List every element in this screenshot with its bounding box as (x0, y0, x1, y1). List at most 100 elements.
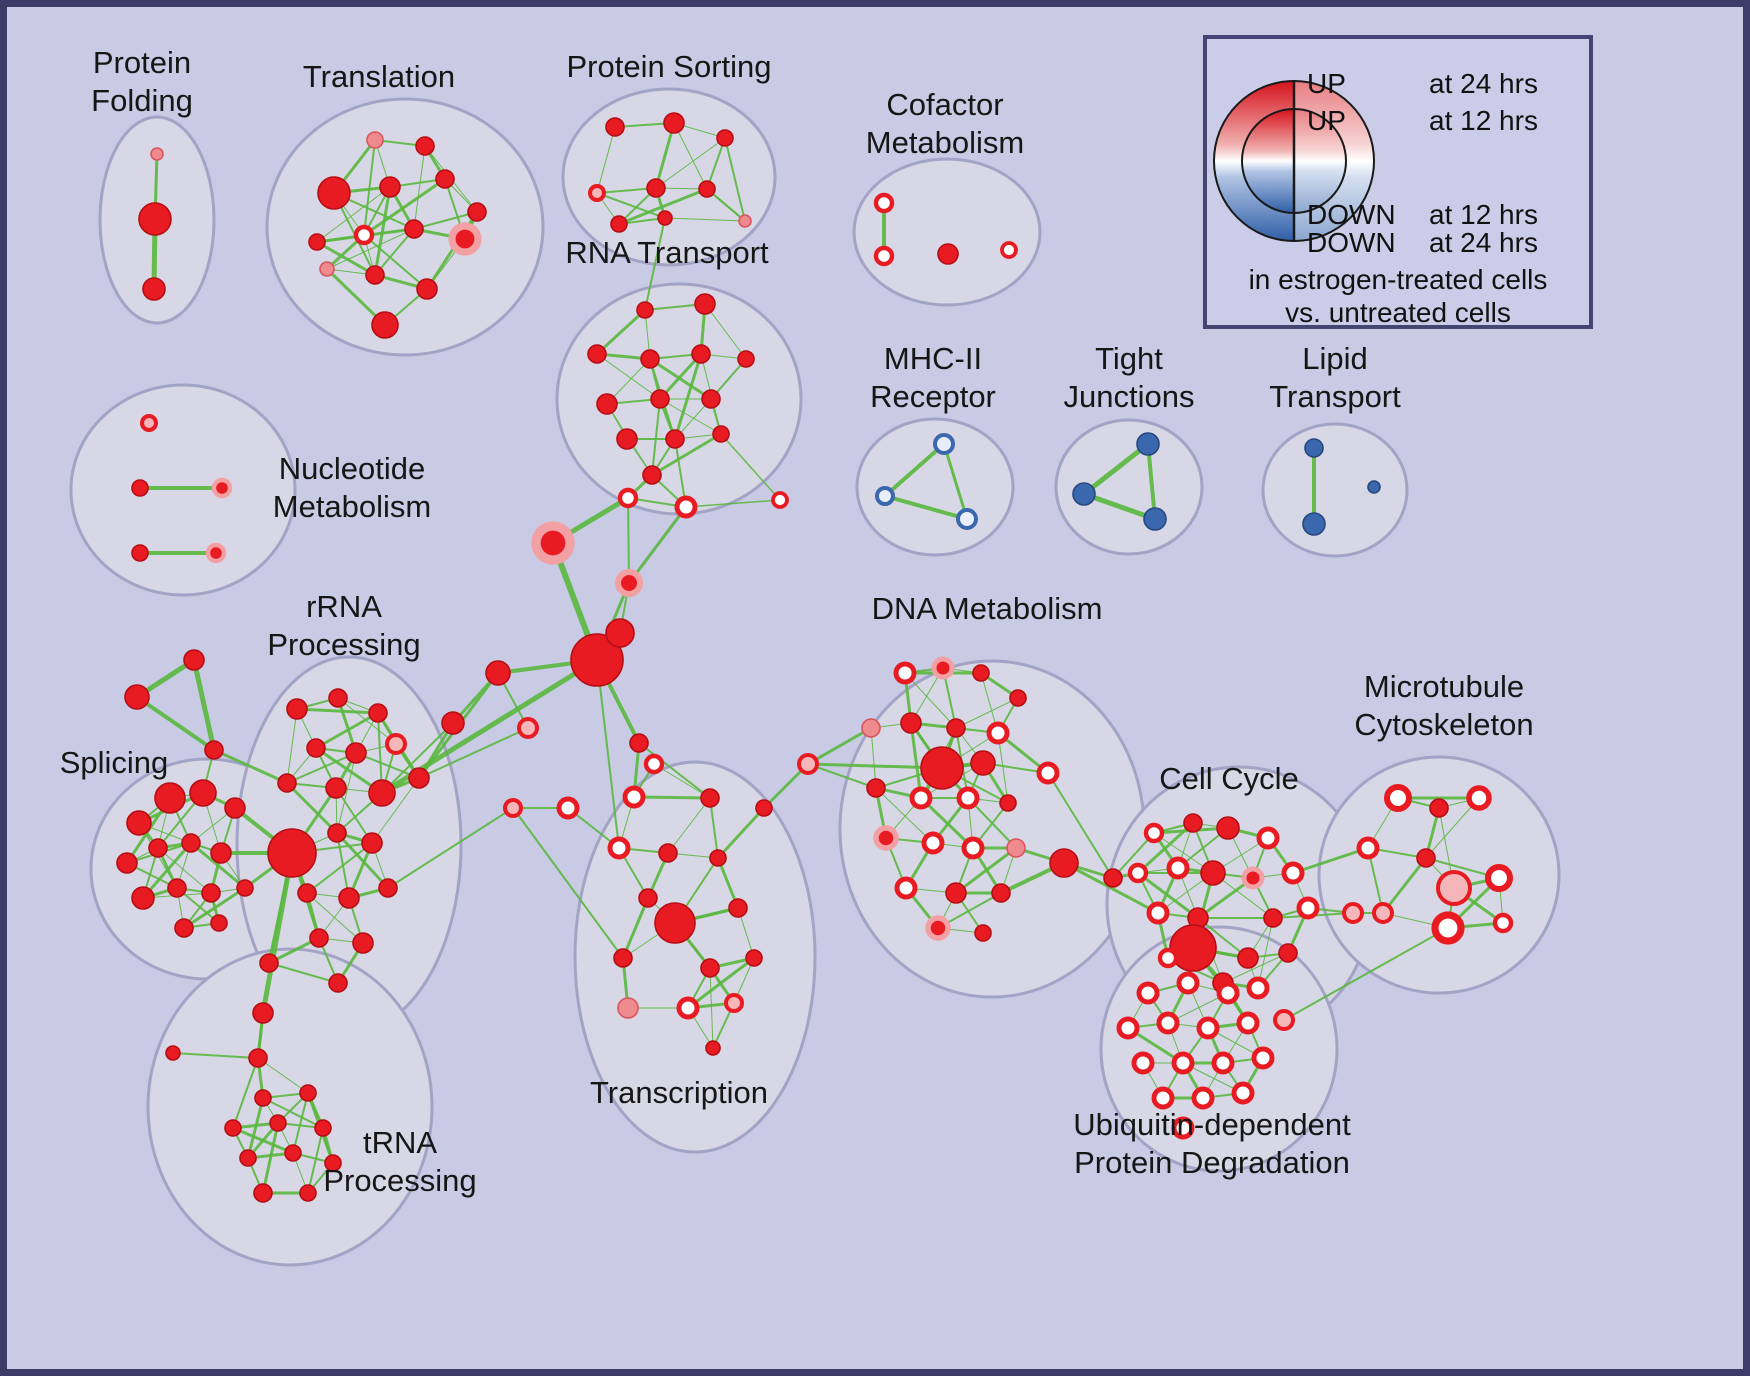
network-edge (413, 211, 478, 230)
cluster-label-cofactor-metabolism: Metabolism (866, 125, 1025, 160)
gene-node-red (142, 277, 166, 301)
gene-node-red (210, 842, 232, 864)
network-edge (596, 187, 657, 194)
network-edge (135, 695, 216, 752)
network-edge (627, 497, 630, 584)
gene-node-red (183, 649, 205, 671)
gene-node-ring (1492, 912, 1514, 934)
cluster-label-translation: Translation (303, 59, 455, 94)
network-edge (806, 726, 873, 766)
gene-node-ring (1196, 1016, 1220, 1040)
network-edge (246, 1096, 265, 1160)
gene-node-red (328, 973, 348, 993)
gene-node-red (286, 698, 308, 720)
cluster-label-mhc-ii-receptor: Receptor (870, 379, 996, 414)
network-edge (363, 234, 428, 290)
gene-node-red (974, 924, 992, 942)
gene-node-red (1216, 816, 1240, 840)
gene-node-red (254, 1089, 272, 1107)
gene-node-red (379, 176, 401, 198)
network-edge (709, 967, 714, 1049)
network-edge (664, 217, 746, 222)
gene-node-red (259, 953, 279, 973)
gene-node-red (435, 169, 455, 189)
network-edge (655, 137, 726, 189)
gene-node-ring (1356, 836, 1380, 860)
cluster-label-splicing: Splicing (60, 745, 169, 780)
gene-node-ring (1143, 822, 1165, 844)
cluster-label-lipid-transport: Transport (1269, 379, 1401, 414)
cluster-label-dna-metabolism: DNA Metabolism (872, 591, 1103, 626)
gene-node-red (314, 1119, 332, 1137)
gene-node-red-halo (448, 222, 482, 256)
gene-node-red (189, 779, 217, 807)
gene-node-blue (1304, 438, 1324, 458)
gene-node-red (616, 428, 638, 450)
network-edge (387, 807, 514, 889)
gene-node-red (416, 278, 438, 300)
cluster-ubiquitin-degradation (1099, 925, 1339, 1173)
network-edge (883, 494, 969, 521)
gene-node-red (605, 117, 625, 137)
cluster-label-mhc-ii-receptor: MHC-II (884, 341, 982, 376)
gene-node-red (665, 429, 685, 449)
network-edge (955, 697, 1019, 729)
network-edge (997, 732, 1009, 804)
gene-node-ring (893, 661, 917, 685)
gene-node-red (224, 797, 246, 819)
network-edge (191, 657, 217, 753)
gene-node-ring (1296, 896, 1320, 920)
gene-node-red (646, 178, 666, 198)
legend-circle-graphic (1213, 80, 1375, 242)
gene-node-ring (676, 996, 700, 1020)
gene-node-pink-ring (1436, 870, 1472, 906)
gene-node-red (610, 215, 628, 233)
gene-node-ring (1176, 971, 1200, 995)
network-edge (638, 742, 711, 799)
legend-row-up-24: UP at 24 hrs (1207, 68, 1589, 99)
network-edge (716, 806, 766, 860)
network-edge (1081, 441, 1151, 497)
legend-word: UP (1307, 105, 1346, 136)
gene-node-red (352, 932, 374, 954)
gene-node-ring (1171, 1116, 1195, 1140)
nodes-layer (116, 112, 1514, 1203)
network-edge (720, 433, 781, 501)
network-edge (314, 711, 380, 750)
gene-node-red-halo (1241, 866, 1265, 890)
gene-node-red (663, 112, 685, 134)
gene-node-red (485, 660, 511, 686)
network-edge (381, 722, 454, 794)
gene-node-red (991, 883, 1011, 903)
gene-node-pink (738, 214, 752, 228)
gene-node-red (1429, 798, 1449, 818)
gene-node-red (694, 293, 716, 315)
gene-node-red (658, 843, 678, 863)
gene-node-red (224, 1119, 242, 1137)
cluster-label-microtubule-cytoskeleton: Cytoskeleton (1354, 707, 1533, 742)
network-edge (1146, 442, 1157, 521)
network-edge (651, 398, 661, 476)
network-edge (335, 831, 390, 890)
gene-node-ring (1156, 1011, 1180, 1035)
network-edge (909, 721, 923, 800)
gene-node-ring (1431, 911, 1465, 945)
gene-node-red (267, 828, 317, 878)
cluster-label-cofactor-metabolism: Cofactor (886, 87, 1003, 122)
cluster-label-trna-processing: Processing (323, 1163, 476, 1198)
gene-node-red (210, 914, 228, 932)
network-edge (1136, 871, 1200, 920)
gene-node-red-halo (531, 521, 575, 565)
cluster-label-ubiquitin-degradation: Protein Degradation (1074, 1145, 1350, 1180)
network-edge (232, 1057, 259, 1129)
gene-node-red (1237, 947, 1259, 969)
gene-node-red (325, 777, 347, 799)
network-edge (1136, 821, 1195, 875)
gene-node-ring (873, 245, 895, 267)
network-edge (674, 438, 687, 508)
legend: UP at 24 hrs UP at 12 hrs DOWN at 12 hrs… (1203, 35, 1593, 329)
network-edge (307, 1127, 324, 1194)
gene-node-red (201, 883, 221, 903)
gene-node-red (284, 1144, 302, 1162)
